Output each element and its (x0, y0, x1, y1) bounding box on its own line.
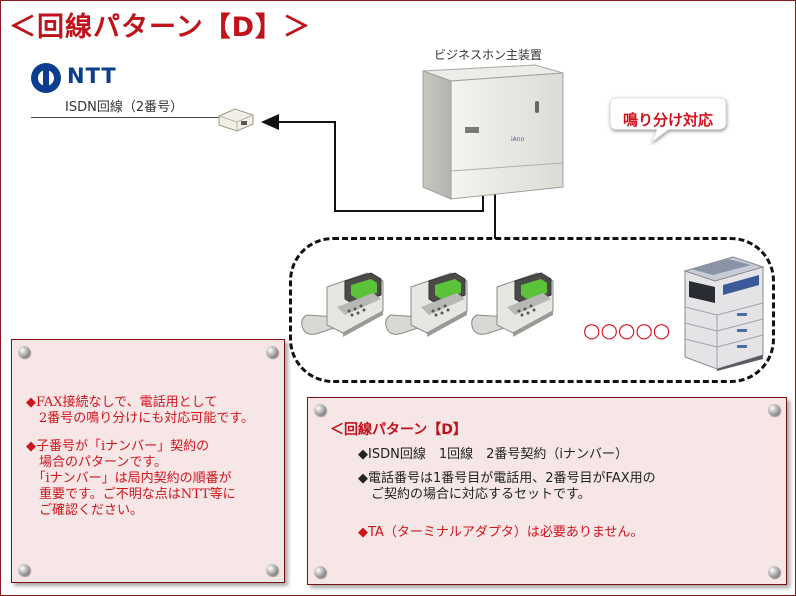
svg-text:iAno: iAno (511, 136, 525, 143)
panel-left-line: 「iナンバー」は局内契約の順番が (26, 471, 232, 486)
pbx-to-adapter-line (261, 114, 484, 212)
rivet-icon (314, 566, 326, 578)
rivet-icon (768, 566, 780, 578)
pbx-unit-icon: iAno (422, 64, 564, 200)
panel-right-item: ご契約の場合に対応するセットです。 (358, 487, 591, 502)
panel-left-line: ◆FAX接続なしで、電話用として (26, 395, 218, 410)
panel-left-line: 重要です。ご不明な点はNTT等に (26, 487, 236, 502)
panel-right-title: ＜回線パターン【D】 (330, 422, 467, 438)
isdn-rosette-icon (218, 108, 254, 132)
desk-phone-icon (385, 272, 468, 337)
rivet-icon (266, 564, 278, 576)
ntt-logo-text: NTT (67, 64, 117, 88)
info-panel-left: ◆FAX接続なしで、電話用として 2番号の鳴り分けにも対応可能です。 ◆子番号が… (11, 339, 285, 583)
isdn-line-label: ISDN回線（2番号） (65, 100, 184, 115)
pbx-label: ビジネスホン主装置 (434, 48, 543, 62)
panel-right-item: ◆電話番号は1番号目が電話用、2番号目がFAX用の (358, 471, 656, 486)
terminal-group (289, 237, 775, 383)
panel-left-line: ◆子番号が「iナンバー」契約の (26, 439, 210, 454)
rivet-icon (314, 404, 326, 416)
rivet-icon (266, 346, 278, 358)
ntt-logo-mark (31, 63, 61, 93)
fax-placeholder-label: ○○○○○ (583, 318, 671, 342)
panel-left-line: 2番号の鳴り分けにも対応可能です。 (26, 411, 254, 426)
rivet-icon (768, 404, 780, 416)
page-title: ＜回線パターン【D】＞ (9, 12, 312, 43)
panel-left-line: 場合のパターンです。 (26, 455, 168, 470)
panel-right-item: ◆ISDN回線 1回線 2番号契約（iナンバー） (358, 447, 628, 462)
rivet-icon (18, 346, 30, 358)
panel-left-line: ご確認ください。 (26, 503, 144, 518)
isdn-line (31, 117, 221, 118)
panel-right-note: ◆TA（ターミナルアダプタ）は必要ありません。 (358, 525, 644, 540)
copier-icon (683, 256, 765, 371)
info-panel-right: ＜回線パターン【D】 ◆ISDN回線 1回線 2番号契約（iナンバー） ◆電話番… (307, 397, 787, 585)
desk-phone-icon (301, 272, 384, 337)
speech-bubble (609, 97, 727, 144)
desk-phone-icon (471, 272, 554, 337)
rivet-icon (18, 564, 30, 576)
bubble-text: 鳴り分け対応 (622, 111, 713, 129)
